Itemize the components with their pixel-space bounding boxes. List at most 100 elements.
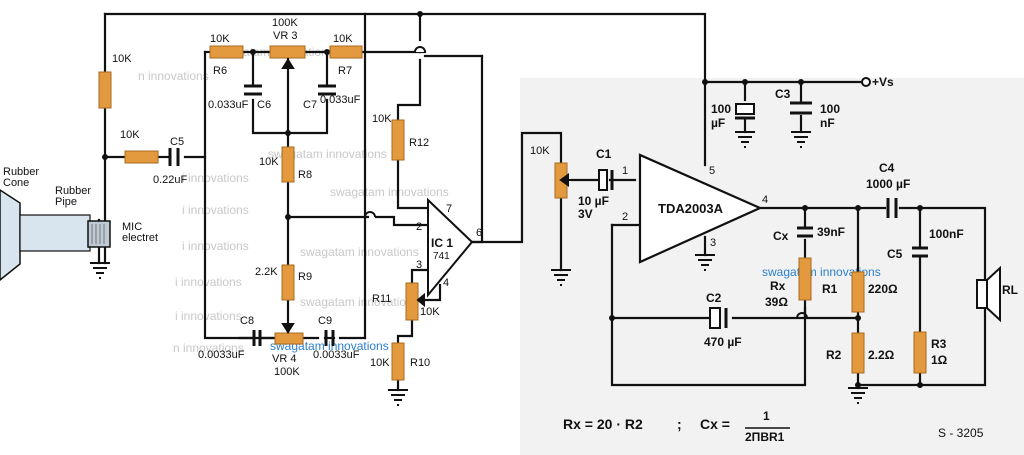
potentiometer-vr3 [269, 45, 306, 59]
ground-symbols [90, 131, 868, 406]
label-c6: C6 [257, 99, 272, 111]
label-c9-value: 0.0033uF [313, 349, 360, 361]
label-tda-pin5: 5 [709, 165, 716, 177]
watermark-blue: swagatam innovations [762, 265, 881, 279]
label-r11-value: 10K [420, 306, 440, 318]
label-vr4: VR 4 [272, 353, 297, 365]
label-r8: R8 [298, 169, 313, 181]
capacitor-c1 [598, 169, 608, 191]
label-c2: C2 [706, 291, 722, 305]
label-r6: R6 [213, 65, 228, 77]
label-r2-value: 2.2Ω [868, 348, 895, 362]
label-r1: R1 [822, 282, 838, 296]
formula-numerator: 1 [763, 409, 770, 423]
label-mic: MIC electret [122, 221, 159, 244]
watermark: n innovations [138, 69, 209, 83]
label-cx: Cx [773, 229, 789, 243]
resistor-r12 [391, 119, 405, 161]
resistor-r-top [98, 71, 112, 109]
label-tda2003a: TDA2003A [658, 201, 724, 216]
label-tda-pin1: 1 [622, 165, 629, 177]
resistor-r10 [391, 342, 405, 381]
label-ic1-pin4: 4 [443, 277, 450, 289]
label-r7: R7 [338, 65, 353, 77]
label-vr4-value: 100K [274, 366, 300, 378]
amplifier-tda2003a [638, 153, 763, 264]
label-r11: R11 [372, 293, 392, 305]
label-c8: C8 [240, 315, 255, 327]
label-r3-value: 1Ω [931, 353, 948, 367]
label-ic1: IC 1 [431, 236, 454, 250]
resistor-r3 [913, 331, 927, 374]
label-vr3-value: 100K [272, 17, 298, 29]
formula-rx: Rx = 20 · R2 [563, 416, 643, 432]
speaker-rl [976, 265, 1001, 323]
label-r2: R2 [826, 348, 842, 362]
label-c9: C9 [318, 315, 333, 327]
formula-denominator: 2ΠBR1 [745, 430, 785, 444]
label-c8-value: 0.0033uF [198, 349, 245, 361]
figure-code: S - 3205 [938, 426, 984, 440]
label-vs: +Vs [872, 75, 894, 89]
label-r10: R10 [410, 357, 431, 369]
wire-crossovers [364, 46, 808, 319]
resistor-r-input [124, 150, 159, 164]
label-rubber-cone: Rubber Cone [3, 166, 40, 189]
capacitor-c3 [790, 101, 812, 115]
label-c4: C4 [879, 161, 895, 175]
watermark: i innovations [175, 275, 242, 289]
capacitor-c5b [912, 246, 928, 258]
label-c5b-value: 100nF [929, 227, 964, 241]
rubber-cone [0, 189, 21, 281]
watermark: swagatam innovations [300, 245, 419, 259]
capacitor-c6 [244, 84, 262, 96]
resistor-r11 [405, 282, 419, 321]
label-tda-pin4: 4 [762, 194, 769, 206]
formula-separator: ; [677, 416, 682, 432]
vs-terminal [861, 77, 871, 87]
capacitor-c4 [886, 198, 898, 218]
label-r12-value: 10K [372, 113, 392, 125]
formula-cx: Cx = [700, 416, 730, 432]
label-rx: Rx [770, 279, 786, 293]
capacitor-cx [797, 226, 813, 238]
label-vr3: VR 3 [273, 30, 298, 42]
label-c6-value: 0.033uF [208, 99, 249, 111]
label-ic1-part: 741 [433, 251, 450, 262]
label-c5: C5 [170, 136, 185, 148]
label-r7-value: 10K [333, 33, 353, 45]
resistor-r8 [281, 146, 295, 183]
label-c1: C1 [596, 147, 612, 161]
capacitor-c9 [324, 330, 335, 346]
label-r-input-value: 10K [120, 129, 140, 141]
capacitor-100uf-electrolytic [735, 103, 755, 115]
label-r3: R3 [931, 337, 947, 351]
label-100uf: 100 µF [711, 102, 732, 131]
label-tda-pin3: 3 [710, 237, 717, 249]
watermark: swagatam innovations [330, 185, 449, 199]
watermark: i innovations [182, 239, 249, 253]
resistor-r6 [209, 45, 244, 59]
label-rx-value: 39Ω [765, 295, 788, 309]
capacitor-c2 [709, 307, 721, 329]
capacitor-c5 [168, 148, 180, 166]
label-r12: R12 [409, 137, 430, 149]
watermark: swagatam innovations [300, 295, 419, 309]
label-r9-value: 2.2K [255, 266, 278, 278]
label-c7-value: 0.033uF [320, 94, 361, 106]
watermark: n innovations [173, 341, 244, 355]
label-c5-value: 0.22uF [153, 174, 188, 186]
label-ic1-pin7: 7 [446, 203, 453, 215]
amplifier-panel-background [520, 78, 1024, 455]
mic-electret [87, 220, 111, 248]
label-ic1-pin6: 6 [476, 227, 483, 239]
label-c7: C7 [303, 99, 318, 111]
label-ic1-pin3: 3 [416, 259, 423, 271]
capacitor-c7 [318, 84, 336, 96]
label-c5b: C5 [887, 247, 903, 261]
label-rl: RL [1002, 283, 1018, 297]
label-tda-pin2: 2 [622, 211, 629, 223]
resistor-r1 [851, 271, 865, 313]
